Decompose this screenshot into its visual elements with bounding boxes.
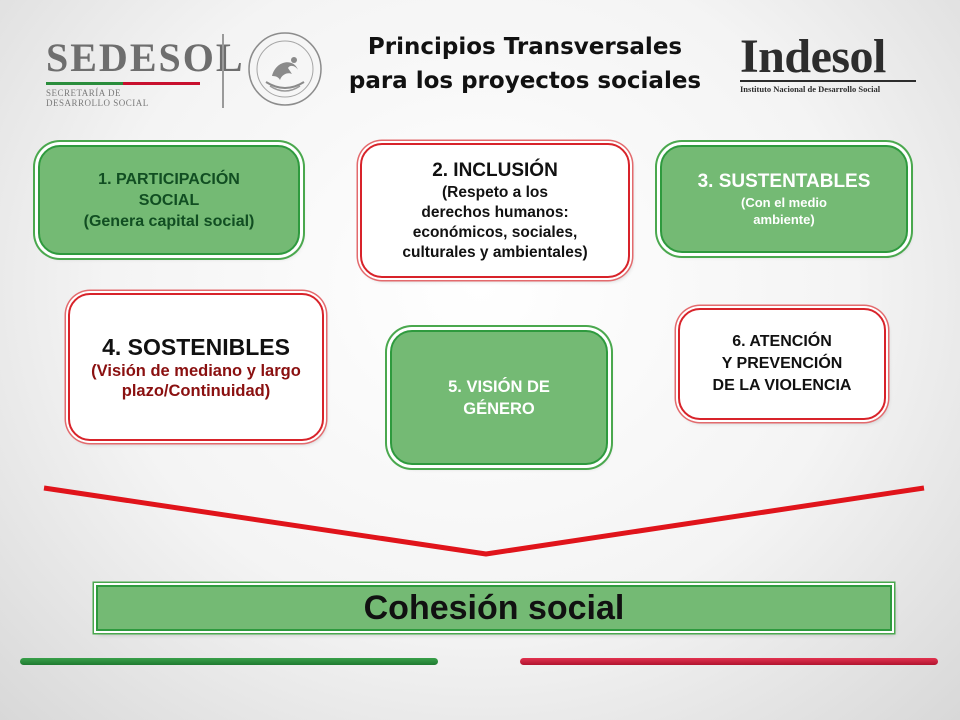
cohesion-social-bar: Cohesión social <box>96 585 892 631</box>
page-title: Principios Transversales para los proyec… <box>330 30 720 98</box>
principle-subtitle-2: plazo/Continuidad) <box>121 382 271 400</box>
principle-title-2: GÉNERO <box>463 399 535 418</box>
funnel-connector <box>43 485 925 557</box>
principle-box-participacion: 1. PARTICIPACIÓN SOCIAL (Genera capital … <box>38 145 300 255</box>
principle-title: 2. INCLUSIÓN <box>432 159 558 181</box>
funnel-line <box>43 485 925 557</box>
principle-subtitle-2: ambiente) <box>753 212 815 227</box>
principle-title-2: SOCIAL <box>138 191 200 209</box>
indesol-logo-word: Indesol <box>740 30 886 83</box>
footer-stripe-green <box>20 658 438 665</box>
principle-title-2: Y PREVENCIÓN <box>721 355 843 372</box>
principle-title: 3. SUSTENTABLES <box>697 171 871 192</box>
principle-title: 5. VISIÓN DE <box>448 377 550 396</box>
principle-title-3: DE LA VIOLENCIA <box>712 377 852 394</box>
principle-subtitle: (Visión de mediano y largo <box>91 362 301 380</box>
sedesol-logo-sub2: DESARROLLO SOCIAL <box>46 98 149 108</box>
sedesol-logo: SEDESOL SECRETARÍA DE DESARROLLO SOCIAL <box>46 35 245 110</box>
footer-stripe-red <box>520 658 938 665</box>
principle-subtitle: (Respeto a los <box>442 183 548 201</box>
principle-box-inclusion: 2. INCLUSIÓN (Respeto a los derechos hum… <box>360 143 630 278</box>
principle-subtitle-2: derechos humanos: <box>421 203 569 221</box>
principle-title: 4. SOSTENIBLES <box>102 334 290 360</box>
logo-divider <box>222 34 224 108</box>
principle-subtitle: (Con el medio <box>741 195 827 210</box>
sedesol-logo-rule <box>46 82 200 85</box>
principle-box-violencia: 6. ATENCIÓN Y PREVENCIÓN DE LA VIOLENCIA <box>678 308 886 420</box>
indesol-logo-sub: Instituto Nacional de Desarrollo Social <box>740 80 916 94</box>
principle-subtitle: (Genera capital social) <box>83 212 255 230</box>
principle-box-sustentables: 3. SUSTENTABLES (Con el medio ambiente) <box>660 145 908 253</box>
sedesol-logo-sub1: SECRETARÍA DE <box>46 88 122 98</box>
principle-box-genero: 5. VISIÓN DE GÉNERO <box>390 330 608 465</box>
principle-subtitle-3: económicos, sociales, <box>412 223 578 241</box>
coat-of-arms-icon <box>248 32 322 106</box>
principle-subtitle-4: culturales y ambientales) <box>402 243 588 261</box>
indesol-logo: Indesol Instituto Nacional de Desarrollo… <box>740 30 916 104</box>
title-line-2: para los proyectos sociales <box>348 68 702 94</box>
principle-box-sostenibles: 4. SOSTENIBLES (Visión de mediano y larg… <box>68 293 324 441</box>
principle-title: 6. ATENCIÓN <box>732 333 832 350</box>
sedesol-logo-word: SEDESOL <box>46 35 245 80</box>
title-line-1: Principios Transversales <box>367 34 683 60</box>
principle-title: 1. PARTICIPACIÓN <box>98 170 240 188</box>
